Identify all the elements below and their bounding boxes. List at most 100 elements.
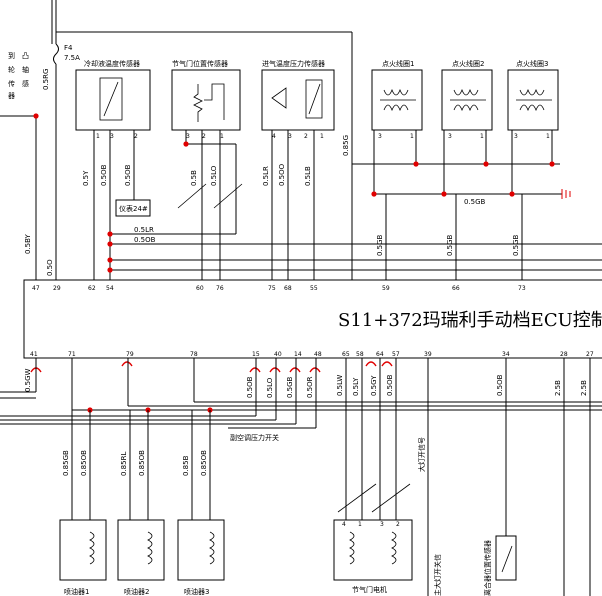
svg-text:55: 55: [310, 285, 318, 292]
svg-text:3: 3: [110, 133, 114, 140]
svg-text:2.5B: 2.5B: [580, 380, 588, 396]
svg-text:喷油器2: 喷油器2: [124, 587, 149, 596]
injector-2: 0.85RL 0.85OB 喷油器2: [117, 410, 165, 596]
svg-text:传: 传: [8, 79, 15, 88]
coil1-label: 点火线圈1: [382, 59, 414, 68]
svg-text:1: 1: [320, 133, 324, 140]
svg-text:1: 1: [410, 133, 414, 140]
clutch-switch: [495, 535, 517, 581]
throttle-motor: [333, 519, 413, 581]
svg-text:4: 4: [342, 521, 346, 528]
instrument-box: [115, 199, 151, 217]
svg-text:0.5OR: 0.5OR: [306, 376, 314, 398]
throttle-motor-label: 节气门电机: [352, 585, 387, 594]
svg-text:0.5OB: 0.5OB: [134, 236, 156, 244]
intake-sensor-label: 进气温度压力传感器: [262, 59, 325, 68]
svg-text:感: 感: [22, 79, 29, 88]
svg-text:2: 2: [202, 133, 206, 140]
svg-text:4: 4: [272, 133, 276, 140]
svg-text:65: 65: [342, 351, 350, 358]
svg-text:0.5LO: 0.5LO: [266, 377, 274, 398]
svg-text:1: 1: [480, 133, 484, 140]
svg-text:73: 73: [518, 285, 526, 292]
svg-text:0.5GB: 0.5GB: [286, 376, 294, 398]
headlight-label: 大灯开信号: [417, 437, 426, 472]
injector-1: 0.85GB 0.85OB 喷油器1: [59, 410, 107, 596]
svg-text:凸: 凸: [22, 52, 29, 60]
svg-text:29: 29: [53, 285, 61, 292]
svg-text:28: 28: [560, 351, 568, 358]
svg-text:3: 3: [288, 133, 292, 140]
connector-arcs: [30, 361, 393, 373]
svg-text:64: 64: [376, 351, 384, 358]
svg-text:1: 1: [546, 133, 550, 140]
coolant-sensor: [75, 69, 151, 131]
svg-text:0.5OB: 0.5OB: [124, 164, 132, 186]
left-sensor-label: 到 凸 轮 轴 传 感 器: [8, 52, 29, 100]
svg-text:到: 到: [8, 52, 15, 60]
svg-text:60: 60: [196, 285, 204, 292]
svg-text:0.5LY: 0.5LY: [352, 377, 360, 396]
svg-text:0.5Y: 0.5Y: [82, 170, 90, 186]
svg-text:0.85GB: 0.85GB: [62, 450, 70, 476]
fuse-f4: [53, 43, 59, 65]
svg-text:57: 57: [392, 351, 400, 358]
svg-text:0.5O: 0.5O: [46, 259, 54, 276]
svg-text:48: 48: [314, 351, 322, 358]
svg-text:0.5OB: 0.5OB: [246, 376, 254, 398]
svg-text:40: 40: [274, 351, 282, 358]
svg-text:离合器位置传感器: 离合器位置传感器: [483, 540, 492, 596]
svg-text:0.5LW: 0.5LW: [336, 375, 344, 396]
svg-text:轮: 轮: [8, 65, 15, 74]
svg-text:3: 3: [378, 133, 382, 140]
ecu-pins-bottom: 41 71 79 78 15 40 14 48 65 58 64 57 39 3…: [30, 351, 594, 358]
svg-text:41: 41: [30, 351, 38, 358]
svg-text:62: 62: [88, 285, 96, 292]
instrument-label: 仪表24#: [119, 204, 148, 213]
svg-text:0.5LR: 0.5LR: [262, 166, 270, 186]
svg-text:14: 14: [294, 351, 302, 358]
svg-text:71: 71: [68, 351, 76, 358]
coil1: [371, 69, 423, 131]
svg-text:27: 27: [586, 351, 594, 358]
svg-text:喷油器1: 喷油器1: [64, 587, 89, 596]
svg-text:0.85OB: 0.85OB: [138, 450, 146, 476]
svg-text:1: 1: [220, 133, 224, 140]
svg-text:76: 76: [216, 285, 224, 292]
svg-text:3: 3: [448, 133, 452, 140]
svg-text:主大灯开关信: 主大灯开关信: [433, 554, 442, 596]
svg-text:3: 3: [514, 133, 518, 140]
svg-text:3: 3: [380, 521, 384, 528]
svg-text:1: 1: [358, 521, 362, 528]
svg-text:喷油器3: 喷油器3: [184, 587, 209, 596]
coolant-sensor-label: 冷却液温度传感器: [84, 59, 140, 68]
svg-text:0.5GB: 0.5GB: [446, 234, 454, 256]
fuse-rating: 7.5A: [64, 54, 80, 62]
injector-3: 0.85B 0.85OB 喷油器3: [177, 410, 225, 596]
svg-text:0.5GB: 0.5GB: [512, 234, 520, 256]
throttle-sensor-label: 节气门位置传感器: [172, 59, 228, 68]
svg-text:68: 68: [284, 285, 292, 292]
svg-text:39: 39: [424, 351, 432, 358]
svg-text:0.5GW: 0.5GW: [24, 368, 32, 392]
svg-text:58: 58: [356, 351, 364, 358]
coil2: [441, 69, 493, 131]
junction-dot: [33, 113, 39, 119]
svg-text:66: 66: [452, 285, 460, 292]
svg-text:0.85RL: 0.85RL: [120, 452, 128, 476]
ecu-block: [23, 279, 602, 359]
svg-text:0.5LB: 0.5LB: [304, 166, 312, 186]
svg-text:0.85OB: 0.85OB: [80, 450, 88, 476]
svg-text:0.5OB: 0.5OB: [496, 374, 504, 396]
svg-text:0.5GB: 0.5GB: [376, 234, 384, 256]
ac-switch-label: 副空调压力开关: [230, 433, 279, 442]
coil2-label: 点火线圈2: [452, 59, 484, 68]
svg-text:75: 75: [268, 285, 276, 292]
svg-text:0.5OB: 0.5OB: [100, 164, 108, 186]
svg-text:轴: 轴: [22, 65, 29, 74]
svg-text:0.5B: 0.5B: [190, 170, 198, 186]
ground-symbol: [561, 189, 571, 199]
throttle-sensor: [171, 69, 241, 131]
